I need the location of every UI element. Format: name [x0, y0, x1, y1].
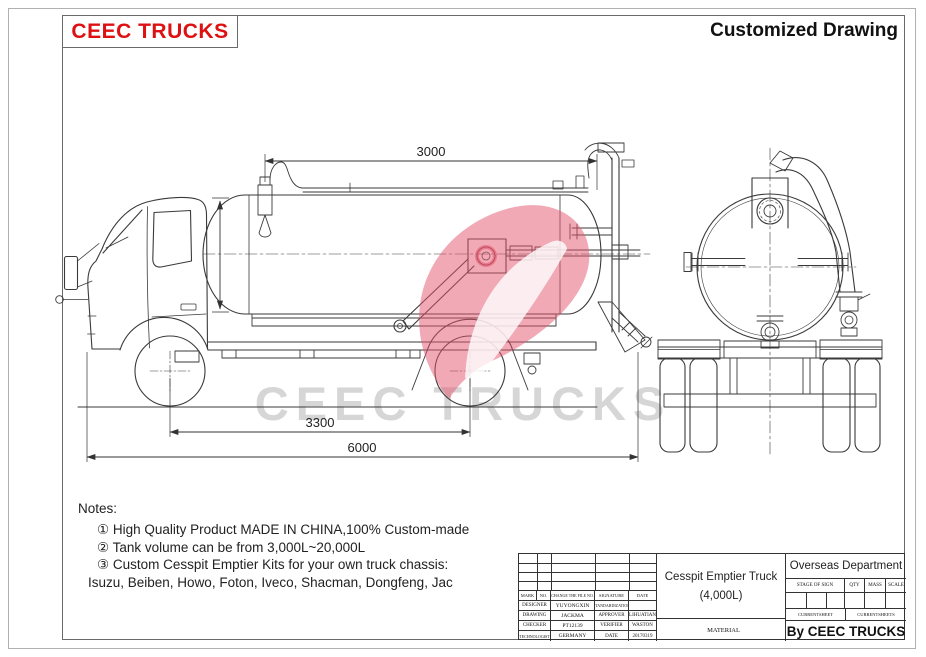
drawing-frame	[62, 15, 905, 640]
front-wheel-arch	[119, 316, 209, 351]
rear-tire-r-inner	[822, 357, 851, 453]
note-item-3: ③ Custom Cesspit Emptier Kits for your o…	[97, 557, 449, 572]
tb-checker-label: CHECKER	[519, 621, 551, 631]
tb-checker-name: PT12139	[551, 621, 595, 631]
tank-rear-circle	[696, 193, 844, 341]
sheet-label: SHEET	[819, 612, 833, 617]
top-pipe	[269, 161, 589, 193]
tank-body	[202, 194, 602, 315]
top-bracket	[751, 177, 789, 229]
cab-step	[174, 350, 200, 363]
qty-header: QTY	[845, 579, 865, 593]
tb-technologist-label: TECHNOLOGIST	[519, 631, 551, 641]
stage-of-sign-header: STAGE OF SIGN	[786, 579, 845, 593]
swoosh-cut	[465, 240, 567, 378]
rear-bumper	[663, 393, 877, 408]
tb-verifier-label: VERIFIER	[595, 621, 629, 631]
tb-verifier-name: WASTON	[629, 621, 657, 631]
door-handle	[180, 303, 197, 311]
tb-standardization-value	[629, 601, 657, 611]
dim-label-3300: 3300	[306, 415, 335, 430]
mirror	[63, 255, 79, 291]
rear-hook-bracket	[523, 352, 541, 365]
note-item-1: ① High Quality Product MADE IN CHINA,100…	[97, 522, 470, 537]
tb-standardization-label: STANDARDIZATION	[595, 601, 629, 611]
manhole	[756, 197, 784, 225]
tb-mark-header: MARK	[519, 591, 537, 601]
rear-tire-r-outer	[854, 357, 881, 453]
dimensions: 3000 3300 6000	[86, 144, 639, 462]
tb-tb-date-label: DATE	[595, 631, 629, 641]
front-valve-body	[257, 184, 273, 216]
material-cell: MATERIAL	[657, 619, 786, 641]
mass-value	[865, 593, 886, 609]
note-item-2: ② Tank volume can be from 3,000L~20,000L	[97, 539, 366, 555]
tb-designer-name: YUYONGXIN	[551, 601, 595, 611]
tb-designer-label: DESIGNER	[519, 601, 551, 611]
rear-tire-l-inner	[689, 357, 718, 453]
current-sheet-cell: CURRENT SHEET	[786, 609, 846, 621]
discharge-valve	[597, 301, 646, 353]
notes-title: Notes:	[78, 501, 118, 516]
note-item-4: Isuzu, Beiben, Howo, Foton, Iveco, Shacm…	[88, 574, 453, 590]
notes-block: Notes: ① High Quality Product MADE IN CH…	[78, 501, 469, 591]
department-cell: Overseas Department	[786, 554, 906, 579]
tb-approver-label: APPROVER	[595, 611, 629, 621]
watermark-text: CEEC TRUCKS	[255, 377, 671, 430]
tb-drawing-label: DRAWING	[519, 611, 551, 621]
tb-date-header: DATE	[629, 591, 657, 601]
rear-view	[657, 147, 883, 456]
left-bracket	[690, 252, 746, 272]
scale-value	[886, 593, 906, 609]
dim-label-3000: 3000	[417, 144, 446, 159]
rear-boom-curve	[775, 157, 856, 293]
tb-changefile-header: CHANGE THE FILE NO.	[551, 591, 595, 601]
tb-technologist-name: GERMANY	[551, 631, 595, 641]
pivot-highlight-ring	[475, 245, 497, 267]
right-bracket	[797, 252, 849, 272]
tb-no-header: NO.	[537, 591, 551, 601]
current2-label: CURRENT	[857, 612, 879, 617]
wiper	[105, 236, 129, 249]
mass-header: MASS	[865, 579, 886, 593]
watermark-swoosh	[419, 205, 590, 399]
dim-label-6000: 6000	[348, 440, 377, 455]
cab-window	[152, 209, 193, 268]
brand-logo-box: CEEC TRUCKS	[62, 15, 238, 48]
tb-approver-name: LIHUATIAN	[629, 611, 657, 621]
product-title-cell: Cesspit Emptier Truck (4,000L)	[657, 554, 786, 619]
byline-cell: By CEEC TRUCKS	[786, 623, 906, 639]
tow-hook	[55, 295, 64, 304]
arm-base-pivot	[393, 319, 407, 333]
qty-value	[845, 593, 865, 609]
rear-boom	[611, 157, 620, 333]
page-border	[8, 8, 916, 649]
tb-signature-header: SIGNATURE	[595, 591, 629, 601]
tb-date-value: 20170319	[629, 631, 657, 641]
current-label: CURRENT	[797, 612, 819, 617]
chassis-rails	[207, 341, 597, 351]
sheet-title: Customized Drawing	[710, 20, 898, 41]
scale-header: SCALE	[886, 579, 906, 593]
stage-empty-cells	[786, 593, 845, 609]
door-seam	[146, 206, 150, 349]
sheets-label: SHEETS	[878, 612, 895, 617]
product-name: Cesspit Emptier Truck	[664, 570, 778, 583]
rear-tire-l-outer	[659, 357, 686, 453]
current-sheets-cell: CURRENT SHEETS	[846, 609, 906, 621]
brand-logo-text: CEEC TRUCKS	[71, 19, 229, 43]
cab-outline	[87, 196, 209, 350]
product-capacity: (4,000L)	[699, 589, 743, 602]
tb-drawing-name: JACKMA	[551, 611, 595, 621]
title-block: MARK NO. CHANGE THE FILE NO. SIGNATURE D…	[518, 553, 906, 641]
revision-grid	[519, 554, 657, 591]
